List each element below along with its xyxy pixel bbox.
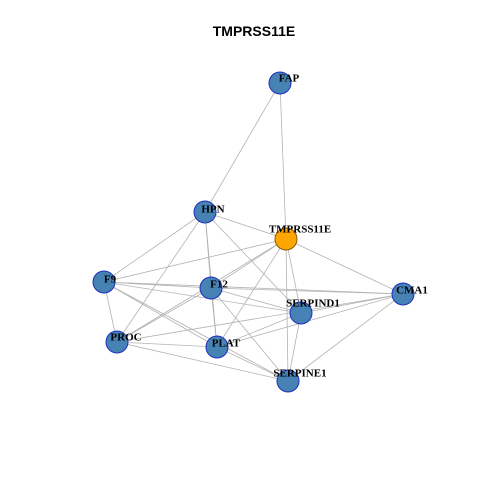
node-serpine1 — [276, 369, 300, 393]
edge-f12-proc — [116, 287, 212, 343]
edge-f9-serpine1 — [103, 281, 289, 382]
edge-f12-serpind1 — [210, 287, 302, 314]
edge-f9-plat — [103, 281, 218, 348]
edge-cma1-serpine1 — [287, 293, 404, 382]
edge-serpind1-plat — [216, 312, 302, 348]
node-plat — [205, 335, 229, 359]
edge-tmprss11e-f9 — [103, 238, 287, 283]
edge-tmprss11e-serpind1 — [285, 238, 302, 314]
edge-f12-serpine1 — [210, 287, 289, 382]
edge-f9-cma1 — [103, 281, 404, 295]
edge-tmprss11e-f12 — [210, 238, 287, 289]
node-label-plat: PLAT — [212, 338, 241, 350]
node-label-fap: FAP — [279, 73, 300, 85]
edge-hpn-tmprss11e — [204, 211, 287, 240]
node-hpn — [193, 200, 217, 224]
node-label-cma1: CMA1 — [396, 285, 428, 297]
node-proc — [105, 330, 129, 354]
edge-plat-serpine1 — [216, 346, 289, 382]
node-cma1 — [391, 282, 415, 306]
node-f12 — [199, 276, 223, 300]
graph-title: TMPRSS11E — [213, 23, 295, 39]
node-label-f9: F9 — [104, 274, 117, 286]
edge-tmprss11e-cma1 — [285, 238, 404, 295]
edge-serpind1-serpine1 — [287, 312, 302, 382]
edge-proc-plat — [116, 341, 218, 348]
edge-tmprss11e-serpine1 — [285, 238, 289, 382]
node-label-f12: F12 — [210, 279, 228, 291]
edge-f12-cma1 — [210, 287, 404, 295]
node-label-serpine1: SERPINE1 — [273, 368, 326, 380]
edge-proc-serpine1 — [116, 341, 289, 382]
edge-fap-hpn — [204, 82, 281, 213]
node-label-tmprss11e: TMPRSS11E — [269, 224, 331, 236]
node-serpind1 — [289, 301, 313, 325]
edge-tmprss11e-plat — [216, 238, 287, 348]
edge-hpn-proc — [116, 211, 206, 343]
edges-layer — [103, 82, 404, 382]
edge-hpn-serpind1 — [204, 211, 302, 314]
node-label-serpind1: SERPIND1 — [286, 298, 340, 310]
edge-cma1-plat — [216, 293, 404, 348]
edge-f9-serpind1 — [103, 281, 302, 314]
node-tmprss11e — [274, 227, 298, 251]
edge-fap-tmprss11e — [279, 82, 287, 240]
edge-hpn-f9 — [103, 211, 206, 283]
node-fap — [268, 71, 292, 95]
node-label-proc: PROC — [110, 332, 141, 344]
edge-cma1-proc — [116, 293, 404, 343]
node-f9 — [92, 270, 116, 294]
node-label-hpn: HPN — [201, 204, 224, 216]
nodes-layer — [92, 71, 415, 393]
